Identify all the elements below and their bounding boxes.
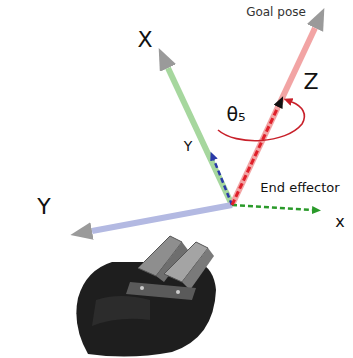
angle-label: θ₅ bbox=[226, 105, 245, 124]
goal-x-axis bbox=[168, 68, 232, 205]
gripper bbox=[76, 236, 216, 357]
rotation-arc bbox=[218, 102, 304, 141]
axis-letter: Y bbox=[184, 139, 193, 153]
goal-y-axis bbox=[92, 205, 232, 231]
axis-letter: Z bbox=[303, 71, 318, 93]
effector-x-axis bbox=[232, 205, 312, 210]
axis-letter: x bbox=[335, 214, 344, 230]
effector-y-axis bbox=[214, 160, 232, 205]
axis-letter: X bbox=[137, 29, 152, 51]
frame-caption: Goal pose bbox=[246, 6, 306, 18]
frame-caption: End effector bbox=[260, 181, 339, 194]
axis-letter: Y bbox=[37, 196, 50, 218]
